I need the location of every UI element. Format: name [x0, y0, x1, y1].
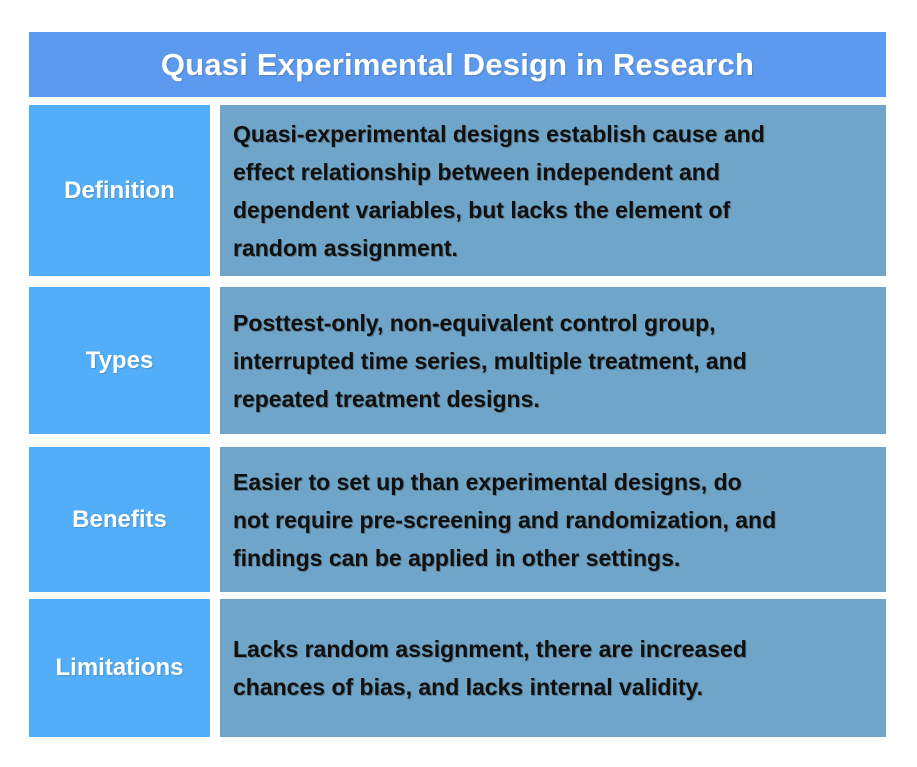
row-content: Quasi-experimental designs establish cau…: [233, 120, 765, 261]
row-label: Benefits: [72, 505, 167, 533]
row-label: Limitations: [55, 654, 184, 681]
label-cell-limitations: Limitations: [29, 599, 210, 737]
row-content: Easier to set up than experimental desig…: [233, 468, 777, 571]
row-label: Types: [85, 346, 154, 374]
content-cell-definition: Quasi-experimental designs establish cau…: [220, 105, 886, 276]
page-title: Quasi Experimental Design in Research: [160, 46, 755, 82]
content-cell-limitations: Lacks random assignment, there are incre…: [220, 599, 886, 737]
quasi-experimental-table: Quasi Experimental Design in Research De…: [29, 32, 886, 737]
label-cell-types: Types: [29, 287, 210, 434]
table-row-limitations: Limitations Lacks random assignment, the…: [29, 599, 886, 737]
row-content: Posttest-only, non-equivalent control gr…: [233, 309, 747, 412]
row-content: Lacks random assignment, there are incre…: [233, 636, 747, 700]
content-cell-benefits: Easier to set up than experimental desig…: [220, 447, 886, 592]
table-row-benefits: Benefits Easier to set up than experimen…: [29, 447, 886, 592]
table-row-definition: Definition Quasi-experimental designs es…: [29, 105, 886, 276]
table-row-types: Types Posttest-only, non-equivalent cont…: [29, 287, 886, 434]
row-label: Definition: [64, 176, 175, 204]
label-cell-benefits: Benefits: [29, 447, 210, 592]
content-cell-types: Posttest-only, non-equivalent control gr…: [220, 287, 886, 434]
label-cell-definition: Definition: [29, 105, 210, 276]
title-bar: Quasi Experimental Design in Research: [29, 32, 886, 97]
